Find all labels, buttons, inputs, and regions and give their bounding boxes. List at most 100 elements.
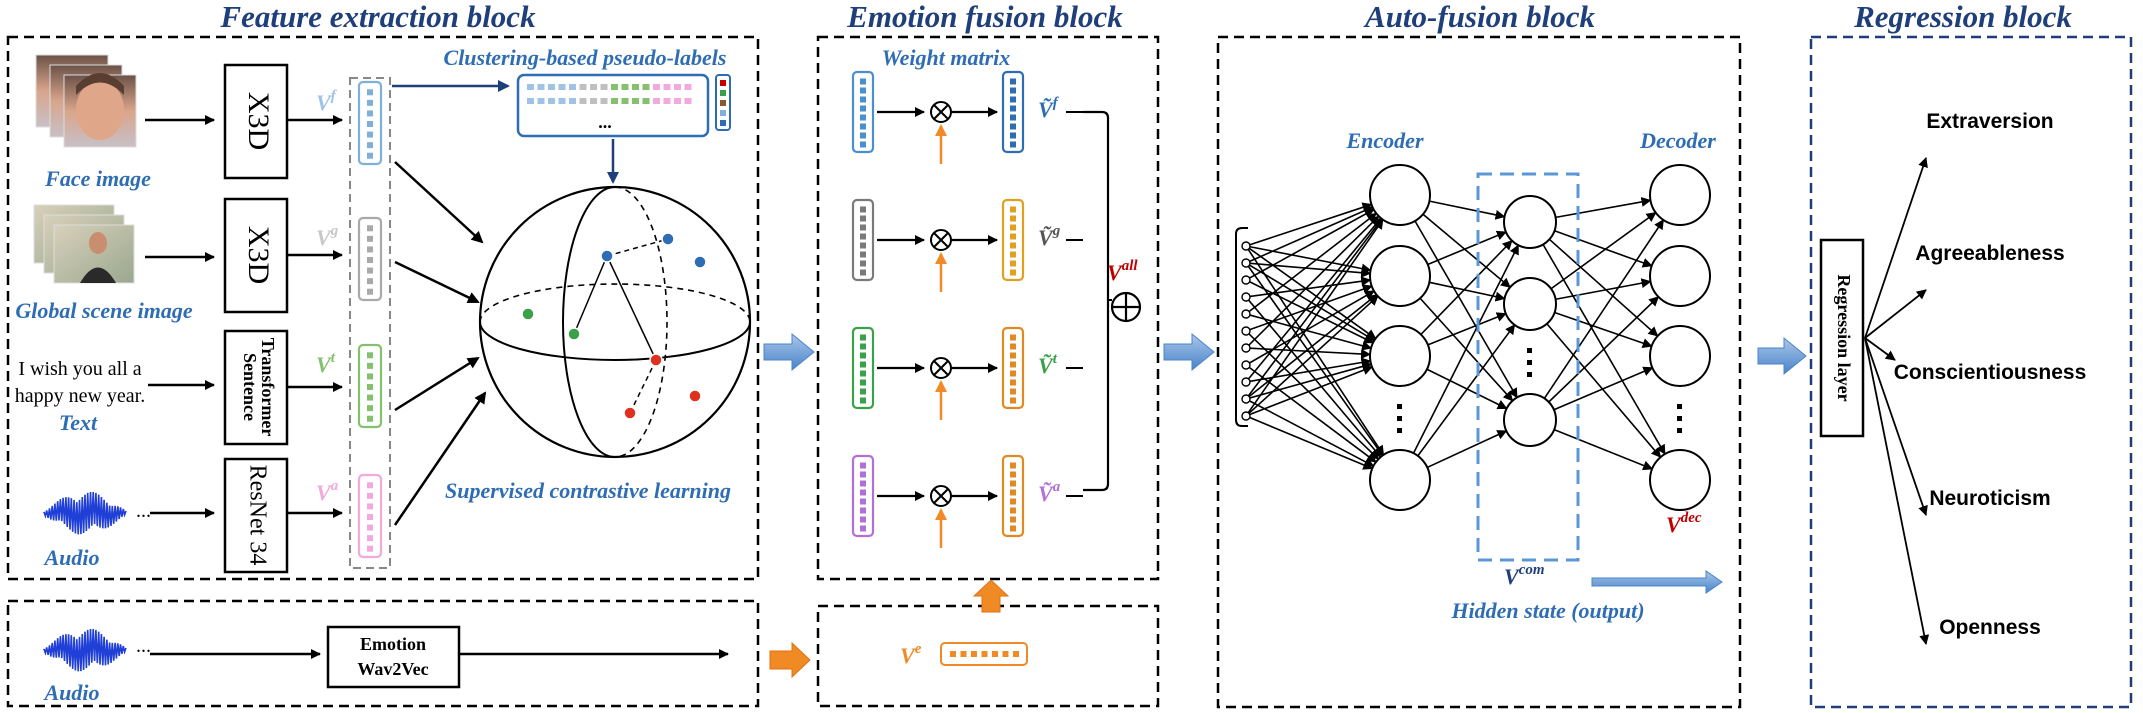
embedding-point	[693, 255, 707, 269]
network-edge	[1249, 202, 1373, 246]
trait-arrow	[1864, 337, 1930, 645]
ve-cell	[950, 651, 956, 657]
ellipsis-dot	[1677, 416, 1682, 421]
decoder-label: Decoder	[1639, 128, 1716, 153]
vg-vector	[357, 216, 383, 302]
embedding-point	[623, 406, 637, 420]
decoder-node	[1649, 449, 1711, 511]
input-node	[1241, 275, 1251, 285]
vt-to-sphere-arrow	[394, 356, 480, 412]
pseudo-label-column	[715, 74, 731, 131]
network-edge	[1249, 347, 1372, 359]
audio-to-emotion-arrow	[769, 641, 811, 679]
fusion-row-t: Ṽt	[851, 326, 1083, 420]
output-label-t: Ṽt	[1038, 351, 1058, 378]
auto-fusion-block-title: Auto-fusion block	[1363, 0, 1595, 34]
network-edge	[1548, 238, 1659, 337]
pseudo-label-cell	[590, 98, 597, 104]
text-label: Text	[59, 410, 98, 435]
network-edge	[1249, 357, 1372, 383]
trait-arrow	[1864, 157, 1928, 339]
pseudo-label-cell	[684, 98, 692, 104]
fusion-row-f: Ṽf	[851, 70, 1083, 164]
hidden-output-arrow	[1591, 570, 1723, 594]
trait-arrow	[1864, 289, 1927, 339]
input-node	[1241, 394, 1251, 404]
ve-cell	[1002, 651, 1009, 657]
pseudo-label-swatch	[720, 110, 726, 116]
embedding-point	[688, 389, 702, 403]
pseudo-label-cell	[569, 84, 576, 90]
ve-label: Ve	[900, 641, 922, 668]
encoder-node	[1369, 164, 1431, 226]
emotion-wav2vec-box	[326, 625, 461, 689]
network-edge	[1555, 196, 1652, 219]
sentence-transformer-line2: Transformer	[258, 338, 278, 437]
network-edge	[1248, 366, 1377, 463]
pseudo-label-cell	[684, 84, 692, 90]
network-edge	[1543, 219, 1665, 399]
pseudo-label-cell	[558, 98, 566, 104]
input-vector-f	[851, 70, 875, 154]
ellipsis-dot	[1677, 428, 1682, 433]
ellipsis-dot	[1397, 404, 1402, 409]
x3d-scene-box	[223, 197, 289, 314]
pseudo-label-cell	[663, 84, 671, 90]
network-edge	[1249, 208, 1375, 279]
network-edge	[1546, 323, 1662, 458]
network-edge	[1249, 206, 1374, 263]
network-edge	[1249, 400, 1375, 467]
weight-matrix-label: Weight matrix	[882, 45, 1011, 70]
ellipsis-dot	[1527, 372, 1532, 377]
output-vector-f	[1001, 70, 1025, 154]
emotion-block-title: Emotion fusion block	[846, 0, 1123, 34]
ellipsis-dot	[1397, 416, 1402, 421]
network-edge	[1553, 428, 1654, 471]
embedding-point	[661, 232, 675, 246]
scene-image-label: Global scene image	[15, 298, 192, 323]
fusion-row-g: Ṽg	[851, 198, 1083, 292]
input-node	[1241, 411, 1251, 421]
pseudo-label-cell	[632, 98, 639, 104]
decoder-node	[1649, 164, 1711, 226]
output-label-a: Ṽa	[1038, 479, 1061, 506]
trait-conscientiousness: Conscientiousness	[1894, 361, 2087, 384]
decoder-node	[1649, 245, 1711, 307]
input-node	[1241, 343, 1251, 353]
ellipsis-dot	[1397, 428, 1402, 433]
pseudo-label-cell	[569, 98, 576, 104]
input-vector-t	[851, 326, 875, 410]
output-label-g: Ṽg	[1038, 223, 1061, 250]
trait-openness: Openness	[1939, 616, 2041, 639]
fusion-row-a: Ṽa	[851, 454, 1083, 548]
input-vector-g	[851, 198, 875, 282]
ve-vector	[940, 642, 1028, 666]
pseudo-labels-panel	[516, 73, 710, 138]
embedding-point	[649, 353, 663, 367]
ve-cell	[981, 651, 988, 657]
emotion-vector-frame	[816, 604, 1160, 708]
x3d-face-label: X3D	[242, 92, 275, 150]
text-line-1: I wish you all a	[18, 358, 141, 380]
pseudo-label-cell	[611, 84, 618, 90]
pseudo-label-swatch	[720, 80, 726, 86]
network-edge	[1550, 211, 1657, 290]
network-edge	[1554, 230, 1653, 268]
network-edge	[1247, 217, 1382, 380]
audio-bottom-ellipsis: ...	[136, 635, 151, 657]
pseudo-label-cell	[632, 84, 639, 90]
vt-label: Vt	[316, 350, 336, 377]
network-edge	[1414, 220, 1518, 399]
audio-bottom-label: Audio	[42, 680, 99, 705]
pseudo-label-cell	[674, 98, 681, 104]
pseudo-label-cell	[642, 84, 650, 90]
vf-label: Vf	[316, 88, 338, 115]
output-vector-g	[1001, 198, 1025, 282]
vf-vector	[357, 80, 383, 166]
regression-frame	[1809, 35, 2133, 709]
pseudo-label-cell	[558, 84, 566, 90]
network-edge	[1429, 200, 1506, 220]
pseudo-label-cell	[548, 98, 555, 104]
trait-agreeableness: Agreeableness	[1915, 242, 2064, 265]
pseudo-labels-ellipsis: ...	[598, 112, 612, 132]
